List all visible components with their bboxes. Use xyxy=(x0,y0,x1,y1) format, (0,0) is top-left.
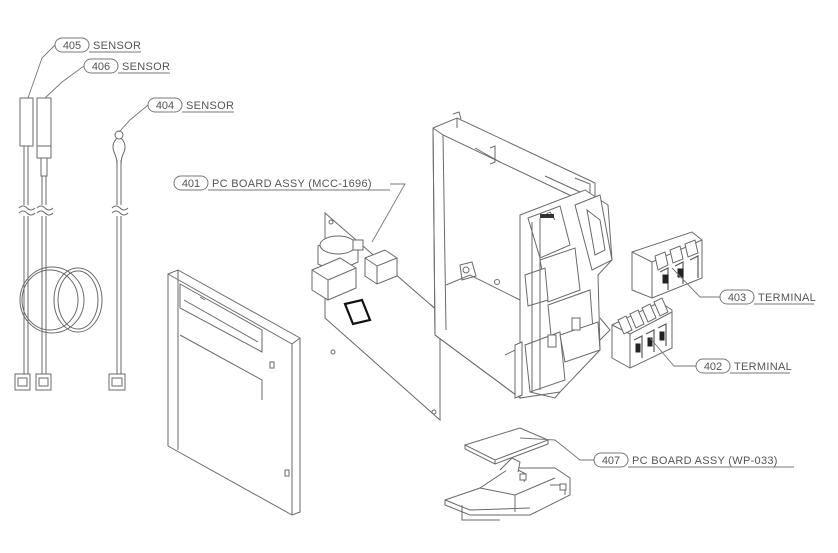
callout-402: 402 TERMINAL xyxy=(695,358,792,374)
callout-number: 404 xyxy=(156,100,174,112)
callout-text: TERMINAL xyxy=(734,361,792,373)
callout-number: 402 xyxy=(704,361,722,373)
main-chassis xyxy=(432,111,613,399)
front-cover-panel xyxy=(167,269,301,516)
callout-403: 403 TERMINAL xyxy=(719,289,816,305)
callout-number: 406 xyxy=(92,61,110,73)
sensor-406 xyxy=(19,97,103,391)
callout-text: PC BOARD ASSY (WP-033) xyxy=(632,455,778,467)
callout-number: 401 xyxy=(182,178,200,190)
callout-404: 404 SENSOR xyxy=(147,97,234,113)
sensor-405 xyxy=(14,97,36,391)
callout-text: SENSOR xyxy=(93,40,141,52)
callout-406: 406 SENSOR xyxy=(83,58,170,74)
bottom-bracket-407 xyxy=(444,457,571,521)
terminal-402 xyxy=(611,297,673,369)
callout-text: TERMINAL xyxy=(758,292,816,304)
pc-board-407 xyxy=(463,427,550,465)
leader-lines xyxy=(27,44,720,461)
callout-number: 407 xyxy=(602,455,620,467)
pc-board-401 xyxy=(311,211,441,422)
callout-text: SENSOR xyxy=(122,61,170,73)
callout-text: PC BOARD ASSY (MCC-1696) xyxy=(212,178,372,190)
callout-405: 405 SENSOR xyxy=(54,37,141,53)
sensor-404 xyxy=(108,130,129,391)
callout-407: 407 PC BOARD ASSY (WP-033) xyxy=(593,452,794,468)
callout-number: 405 xyxy=(63,40,81,52)
callout-number: 403 xyxy=(728,292,746,304)
callout-401: 401 PC BOARD ASSY (MCC-1696) xyxy=(173,175,390,191)
callout-text: SENSOR xyxy=(186,100,234,112)
